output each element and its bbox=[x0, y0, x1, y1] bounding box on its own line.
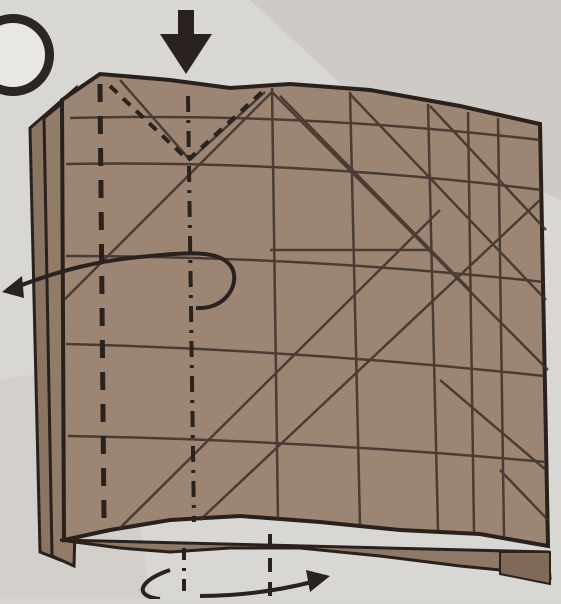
paper-front-sheet bbox=[62, 74, 548, 546]
